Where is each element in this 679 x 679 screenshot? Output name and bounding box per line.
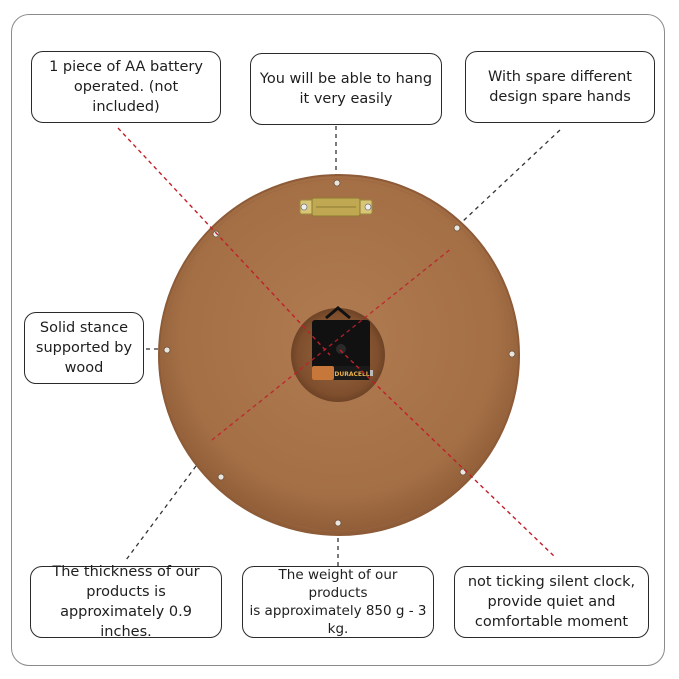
aa-battery: DURACELL [312, 366, 373, 380]
weight-callout-text: The weight of our products is approximat… [249, 567, 427, 637]
stance-callout-text: Solid stance supported by wood [35, 320, 133, 376]
silent-connector [339, 349, 557, 559]
thickness-connector [125, 465, 197, 561]
battery-label: DURACELL [334, 371, 369, 378]
hanger-bracket [299, 197, 373, 217]
stance-callout: Solid stance supported by wood [24, 312, 144, 384]
thickness-callout: The thickness of our products is approxi… [30, 564, 222, 640]
silent-callout: not ticking silent clock, provide quiet … [454, 566, 649, 638]
cross-line [211, 247, 453, 441]
hang-callout: You will be able to hang it very easily [250, 53, 442, 125]
hands-connector [461, 129, 561, 223]
battery-callout-text: 1 piece of AA battery operated. (not inc… [49, 59, 203, 115]
spare-hands-callout-text: With spare different design spare hands [488, 69, 632, 105]
battery-connector [117, 127, 331, 356]
spare-hands-callout: With spare different design spare hands [465, 51, 655, 123]
thickness-callout-text: The thickness of our products is approxi… [52, 564, 200, 640]
silent-callout-text: not ticking silent clock, provide quiet … [467, 574, 636, 630]
weight-callout: The weight of our products is approximat… [242, 566, 434, 638]
hang-callout-text: You will be able to hang it very easily [259, 71, 433, 107]
battery-callout: 1 piece of AA battery operated. (not inc… [31, 51, 221, 123]
